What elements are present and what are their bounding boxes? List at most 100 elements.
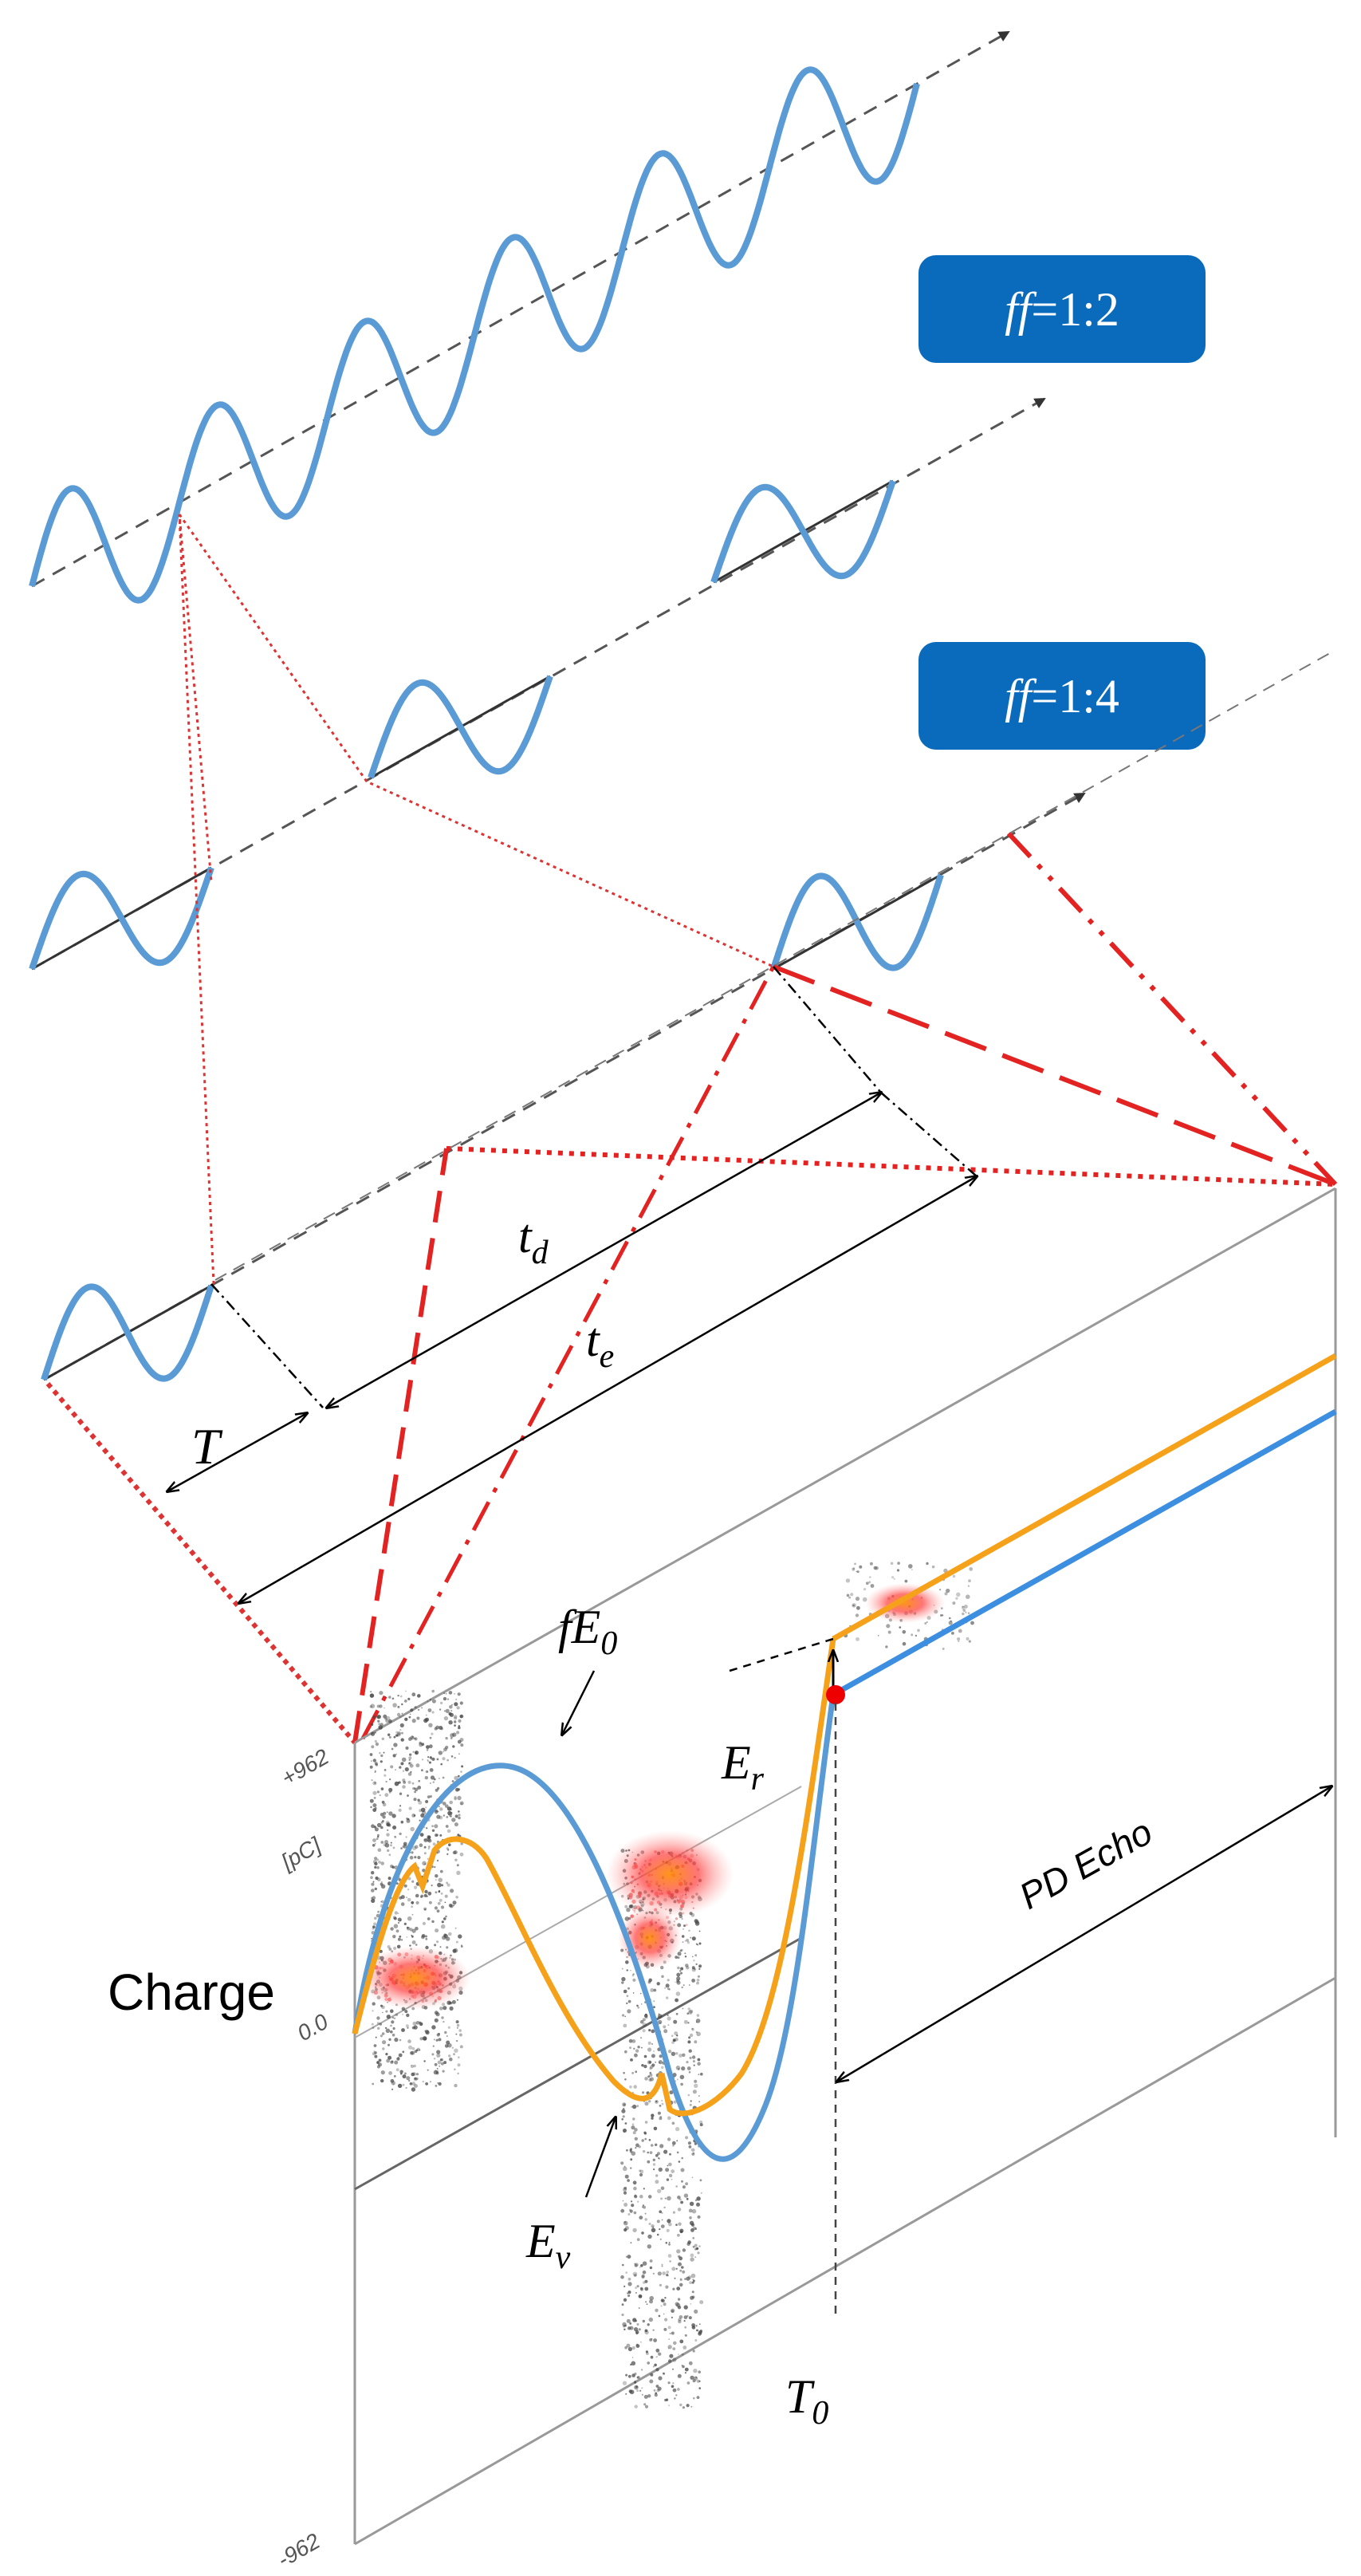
scatter-point xyxy=(376,1837,379,1840)
scatter-point xyxy=(678,2374,682,2378)
scatter-point xyxy=(676,1976,680,1980)
scatter-point xyxy=(639,2169,641,2172)
scatter-point xyxy=(417,1694,421,1698)
scatter-point xyxy=(382,2040,386,2044)
scatter-point xyxy=(658,2376,662,2380)
scatter-point xyxy=(381,1881,383,1883)
scatter-point xyxy=(431,1690,435,1693)
scatter-point xyxy=(401,1895,405,1899)
Ev-curve xyxy=(355,1639,833,2113)
scatter-point xyxy=(644,2280,647,2283)
scatter-point xyxy=(848,1597,851,1599)
scatter-point xyxy=(378,1723,380,1725)
scatter-point xyxy=(691,2323,695,2327)
scatter-point xyxy=(897,1569,899,1571)
scatter-point xyxy=(675,2185,678,2188)
scatter-point xyxy=(691,1979,695,1983)
scatter-point xyxy=(439,2038,442,2041)
scatter-point xyxy=(669,2260,671,2262)
scatter-point xyxy=(651,2356,654,2359)
scatter-point xyxy=(676,2034,678,2036)
scatter-point xyxy=(642,2139,644,2141)
scatter-point xyxy=(641,2064,643,2066)
scatter-point xyxy=(679,2340,683,2344)
scatter-point xyxy=(437,2082,439,2084)
scatter-point xyxy=(412,2082,416,2086)
scatter-point xyxy=(847,1594,850,1597)
scatter-point xyxy=(443,1697,446,1700)
scatter-point xyxy=(646,2350,648,2353)
scatter-point xyxy=(856,1571,858,1573)
scatter-point xyxy=(682,2365,683,2366)
scatter-point xyxy=(653,2000,655,2002)
scatter-point xyxy=(395,1735,398,1737)
scatter-point xyxy=(380,1755,383,1757)
scatter-point xyxy=(424,1894,427,1897)
scatter-point xyxy=(657,2234,659,2236)
scatter-point xyxy=(682,2346,686,2350)
scatter-point xyxy=(399,1729,401,1731)
scatter-point xyxy=(695,2325,697,2326)
scatter-point xyxy=(429,1901,432,1904)
scatter-point xyxy=(409,1806,412,1810)
scatter-point xyxy=(382,2032,385,2035)
scatter-point xyxy=(694,2339,697,2342)
Ev-pointer xyxy=(586,2117,616,2197)
scatter-point xyxy=(419,2023,423,2026)
scatter-point xyxy=(406,2014,409,2017)
scatter-point xyxy=(664,2318,667,2322)
scatter-point xyxy=(661,2187,665,2191)
scatter-point xyxy=(420,1895,423,1898)
scatter-point xyxy=(399,1805,401,1806)
scatter-point xyxy=(437,2068,439,2070)
scatter-point xyxy=(660,2239,662,2240)
scatter-point xyxy=(452,1745,454,1747)
scatter-point xyxy=(672,2145,675,2147)
scatter-point xyxy=(445,2044,449,2048)
label-pd-echo: PD Echo xyxy=(1013,1810,1159,1916)
scatter-point xyxy=(689,2050,692,2053)
scatter-point xyxy=(633,2048,635,2050)
scatter-point xyxy=(962,1613,964,1615)
scatter-point xyxy=(405,1691,407,1692)
scatter-point xyxy=(631,2373,635,2377)
scatter-point xyxy=(678,2298,680,2300)
scatter-point xyxy=(402,1785,406,1789)
scatter-point xyxy=(635,2405,638,2408)
scatter-point xyxy=(658,2020,662,2024)
scatter-point xyxy=(412,2047,415,2050)
sine-continuous xyxy=(32,69,917,600)
scatter-point xyxy=(425,1806,427,1808)
scatter-point xyxy=(370,1876,373,1879)
scatter-point xyxy=(698,2216,701,2219)
scatter-point xyxy=(691,2153,694,2156)
scatter-point xyxy=(648,2029,651,2031)
scatter-point xyxy=(374,1866,376,1869)
scatter-point xyxy=(869,1576,871,1578)
svg-text:ff=1:4: ff=1:4 xyxy=(1005,670,1119,723)
scatter-point xyxy=(962,1609,966,1612)
scatter-point xyxy=(401,1732,403,1735)
scatter-point xyxy=(399,1793,402,1795)
scatter-point xyxy=(630,2158,632,2160)
scatter-point xyxy=(386,1781,387,1782)
scatter-point xyxy=(455,1814,458,1818)
scatter-point xyxy=(458,2063,461,2066)
scatter-point xyxy=(394,2061,398,2065)
label-td: td xyxy=(518,1210,549,1271)
scatter-point xyxy=(674,2397,675,2399)
scatter-point xyxy=(375,1877,378,1880)
scatter-point xyxy=(952,1601,955,1605)
scatter-point xyxy=(375,1827,379,1831)
scatter-point xyxy=(689,2281,692,2284)
scatter-point xyxy=(682,1935,685,1938)
scatter-point xyxy=(694,2310,698,2314)
scatter-point xyxy=(629,2322,631,2325)
scatter-point xyxy=(680,2201,683,2204)
scatter-point xyxy=(658,2271,662,2275)
scatter-point xyxy=(402,2014,403,2015)
scatter-point xyxy=(456,1941,458,1944)
scatter-point xyxy=(632,1975,634,1976)
scatter-point xyxy=(698,2370,701,2373)
scatter-point xyxy=(431,1825,434,1827)
